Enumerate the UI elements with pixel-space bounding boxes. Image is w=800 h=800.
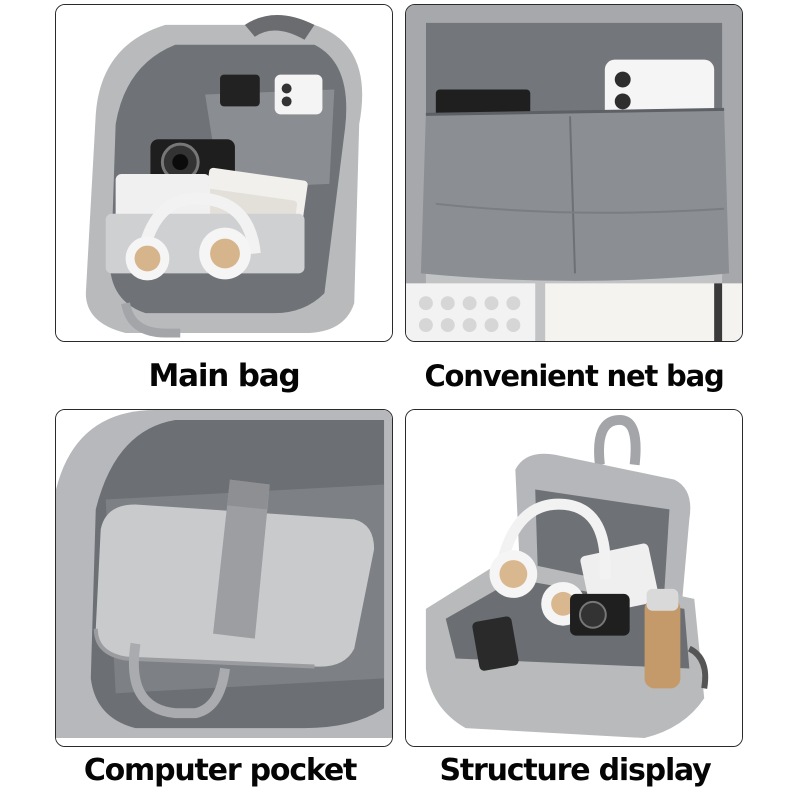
structure-display-illustration — [406, 410, 742, 746]
photo-structure-display — [405, 409, 743, 747]
main-bag-illustration — [56, 5, 392, 341]
caption-main-bag: Main bag — [148, 358, 301, 394]
caption-structure-display: Structure display — [439, 753, 711, 788]
net-bag-illustration — [406, 5, 742, 341]
photo-computer-pocket — [55, 409, 393, 747]
computer-pocket-illustration — [56, 410, 392, 746]
photo-main-bag — [55, 4, 393, 342]
caption-computer-pocket: Computer pocket — [83, 753, 358, 788]
caption-net-bag: Convenient net bag — [424, 359, 724, 393]
photo-net-bag — [405, 4, 743, 342]
